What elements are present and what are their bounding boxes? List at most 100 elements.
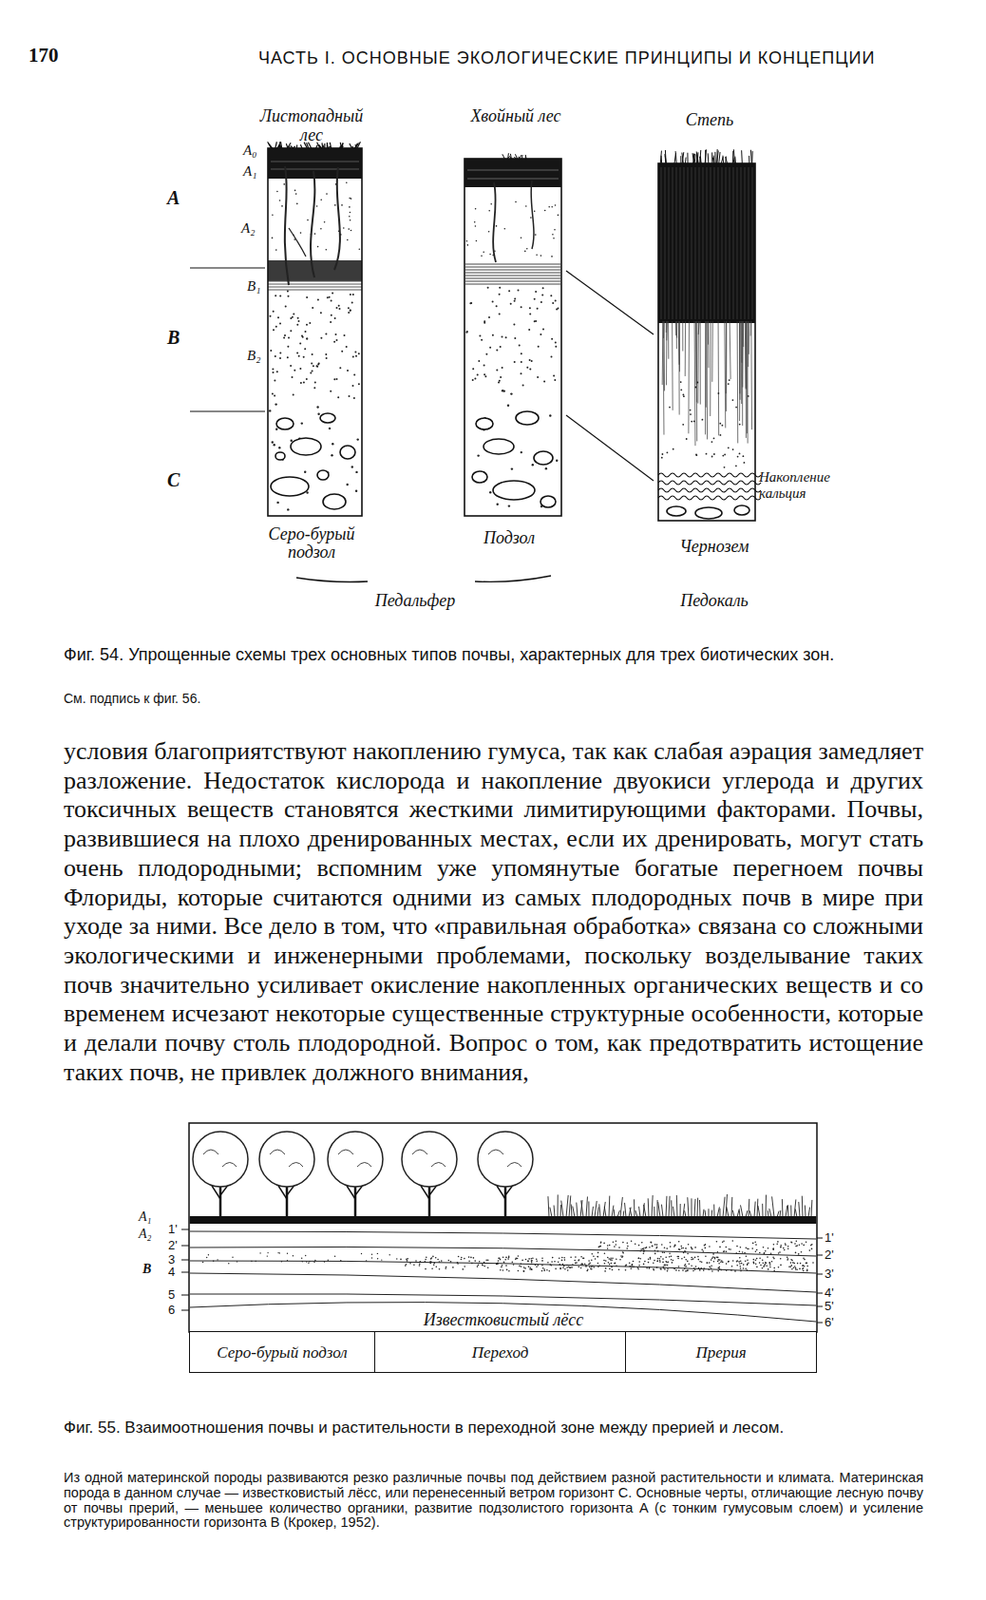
stipple — [773, 1267, 776, 1270]
stipple — [791, 1241, 794, 1244]
hatch-line — [467, 170, 559, 171]
soil-dot — [534, 290, 537, 293]
layer-number: 4 — [168, 1264, 182, 1279]
soil-dot — [359, 248, 361, 251]
stipple — [604, 1262, 607, 1265]
stipple — [581, 1262, 584, 1265]
soil-dot — [303, 347, 306, 350]
stipple — [657, 1257, 660, 1260]
stipple — [732, 1239, 735, 1242]
stipple — [266, 1254, 268, 1256]
soil-dot — [352, 355, 355, 358]
layer-number: 6 — [168, 1302, 182, 1317]
zone-label: Степь — [662, 110, 758, 130]
soil-dot — [289, 329, 292, 332]
stipple — [717, 1256, 720, 1259]
soil-dot — [696, 454, 699, 456]
stipple — [690, 1265, 693, 1268]
soil-dot — [713, 436, 716, 439]
stipple — [468, 1255, 471, 1258]
stipple — [457, 1255, 460, 1258]
stipple — [802, 1256, 805, 1259]
stipple — [566, 1264, 569, 1267]
stipple — [764, 1250, 767, 1252]
stipple — [772, 1255, 775, 1258]
stipple — [659, 1259, 662, 1262]
stipple — [777, 1240, 779, 1243]
root — [750, 321, 753, 430]
crown-detail — [412, 1149, 428, 1155]
soil-dot — [352, 293, 355, 296]
soil-dot — [343, 334, 346, 337]
soil-dot — [718, 392, 721, 395]
stipple — [483, 1261, 486, 1264]
stipple — [558, 1256, 561, 1259]
stipple — [628, 1265, 631, 1268]
stipple — [746, 1258, 749, 1261]
grass — [633, 1198, 635, 1217]
soil-dot — [317, 246, 320, 248]
stipple — [301, 1257, 303, 1259]
stipple — [703, 1244, 706, 1247]
stipple — [504, 1258, 507, 1261]
soil-dot — [351, 302, 354, 304]
stipple — [541, 1256, 544, 1259]
grass — [798, 1201, 800, 1217]
stipple — [811, 1243, 814, 1246]
stipple — [779, 1246, 782, 1249]
stipple — [523, 1270, 526, 1272]
stipple — [643, 1263, 645, 1266]
stipple — [590, 1265, 593, 1268]
soil-dot — [727, 446, 730, 449]
stipple — [506, 1269, 509, 1271]
stipple — [725, 1262, 728, 1265]
hatch-line — [465, 275, 561, 277]
grass — [750, 150, 753, 164]
root — [740, 321, 743, 404]
stipple — [473, 1256, 475, 1259]
stipple — [281, 1260, 283, 1262]
stipple — [615, 1240, 618, 1243]
stipple — [698, 1258, 701, 1261]
soil-dot — [297, 317, 300, 320]
soil-dot — [554, 345, 557, 348]
grass — [711, 151, 713, 164]
stipple — [530, 1259, 533, 1262]
soil-dot — [493, 250, 496, 253]
stipple — [701, 1248, 703, 1251]
stipple — [756, 1249, 759, 1252]
soil-dot — [489, 491, 492, 493]
hatch-line — [752, 167, 754, 320]
stipple — [518, 1265, 521, 1268]
tree-crown — [259, 1131, 315, 1187]
stipple — [605, 1267, 607, 1270]
root — [679, 321, 681, 372]
stipple — [603, 1242, 606, 1245]
soil-dot — [499, 376, 502, 379]
stipple — [528, 1257, 531, 1260]
grass — [808, 1207, 811, 1217]
stipple — [580, 1267, 583, 1270]
calcium-band — [658, 473, 761, 477]
stipple — [591, 1252, 594, 1255]
soil-dot — [281, 205, 284, 208]
soil-dot — [276, 501, 279, 504]
soil-dot — [326, 296, 329, 299]
stipple — [690, 1247, 693, 1250]
stipple — [541, 1259, 544, 1262]
soil-dot — [336, 306, 339, 309]
stipple — [236, 1260, 238, 1262]
illuvial-band — [267, 260, 362, 282]
stipple — [597, 1266, 600, 1269]
grass — [682, 151, 684, 164]
stipple — [505, 1256, 508, 1259]
legend-cell: Переход — [374, 1330, 626, 1373]
stipple — [600, 1241, 603, 1244]
stipple — [681, 1257, 683, 1260]
stipple — [692, 1270, 695, 1272]
grass — [572, 1206, 575, 1217]
soil-dot — [286, 508, 289, 511]
stipple — [727, 1260, 730, 1263]
soil-dot — [269, 349, 272, 352]
tick — [816, 1292, 823, 1294]
